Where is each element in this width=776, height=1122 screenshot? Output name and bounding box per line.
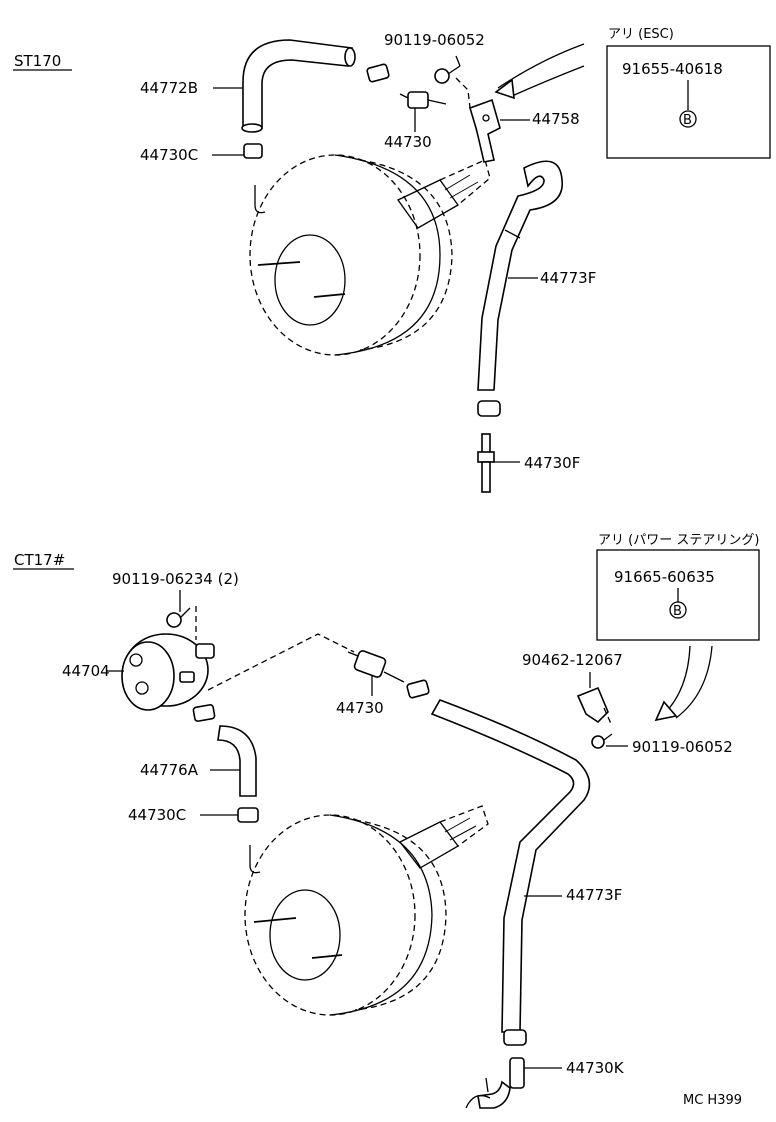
hose-44776a (217, 725, 257, 797)
note-bottom-ref-circle (669, 601, 687, 619)
dashed-pump-to-valve (207, 633, 355, 691)
clip-vacuum-hose-bottom (503, 1029, 527, 1046)
note-top-ref-circle (679, 110, 697, 128)
dashed-clamp-bolt (603, 707, 613, 727)
brake-booster-top (249, 154, 491, 356)
leader-90119-06052-top (455, 55, 461, 67)
vacuum-pump-44704 (121, 633, 215, 711)
note-bottom-ref: B (673, 604, 682, 619)
note-box-top (606, 45, 771, 159)
bolt-90119-06234-shank (179, 607, 191, 619)
footer-code: MC H399 (683, 1093, 742, 1108)
note-bottom-part-no: 91665-60635 (614, 568, 715, 586)
brake-booster-bottom (244, 805, 489, 1016)
bolt-90119-06234 (166, 612, 182, 628)
section-title-bottom: CT17# (14, 551, 65, 569)
check-valve-44730-bottom (347, 650, 405, 683)
bolt-90119-06052-top (434, 68, 450, 84)
label-44730-top: 44730 (384, 133, 432, 151)
bolt-90119-06052-top-shank (447, 65, 461, 75)
arrow-esc-1 (497, 43, 585, 89)
bracket-44758 (469, 98, 501, 163)
hose-44772b-bottom (241, 123, 263, 133)
clip-after-valve-bottom (406, 679, 430, 699)
vacuum-hose-44773f-top (477, 160, 563, 391)
label-44730k: 44730K (566, 1059, 625, 1077)
arrow-esc-2 (511, 65, 585, 97)
arrow-ps-head (654, 700, 678, 722)
label-44730f: 44730F (524, 454, 580, 472)
bolt-90119-06052-bottom-shank (603, 733, 613, 741)
label-44776a: 44776A (140, 761, 199, 779)
dashed-bolt-bracket-top (455, 77, 471, 109)
vacuum-hose-44773f-bottom (430, 699, 591, 1033)
label-44730c-top: 44730C (140, 146, 198, 164)
arrow-ps-2 (675, 645, 713, 719)
arrow-esc-head (494, 78, 515, 100)
union-44730f (477, 433, 495, 493)
clamp-90462-12067 (576, 686, 609, 724)
arrow-ps-1 (663, 645, 691, 715)
hose-44772b-end (344, 47, 356, 67)
label-90462-12067: 90462-12067 (522, 651, 623, 669)
label-44730-bottom: 44730 (336, 699, 384, 717)
label-90119-06052-bottom: 90119-06052 (632, 738, 733, 756)
label-44773f-bottom: 44773F (566, 886, 622, 904)
clip-vacuum-hose-top (477, 400, 501, 417)
bolt-90119-06052-bottom (591, 735, 605, 749)
hose-44772b (242, 39, 353, 129)
label-90119-06234: 90119-06234 (2) (112, 570, 239, 588)
note-top-part-no: 91655-40618 (622, 60, 723, 78)
label-44704: 44704 (62, 662, 110, 680)
clip-near-valve-top (366, 63, 390, 83)
label-44773f-top: 44773F (540, 269, 596, 287)
label-44772b: 44772B (140, 79, 198, 97)
label-44758: 44758 (532, 110, 580, 128)
note-box-bottom (596, 549, 760, 641)
union-44730k (465, 1057, 525, 1109)
clip-below-pump (192, 704, 216, 722)
check-valve-44730-top (399, 91, 447, 109)
clip-44730c (243, 143, 263, 159)
label-44730c-bottom: 44730C (128, 806, 186, 824)
note-top-ref: B (683, 113, 692, 128)
clip-44730c-bottom (237, 807, 259, 823)
section-title-top: ST170 (14, 52, 61, 70)
note-top-heading: アリ (ESC) (608, 27, 674, 42)
label-90119-06052-top: 90119-06052 (384, 31, 485, 49)
hose-sleeve-top (504, 229, 521, 239)
note-bottom-heading: アリ (パワー ステアリング) (598, 533, 759, 548)
